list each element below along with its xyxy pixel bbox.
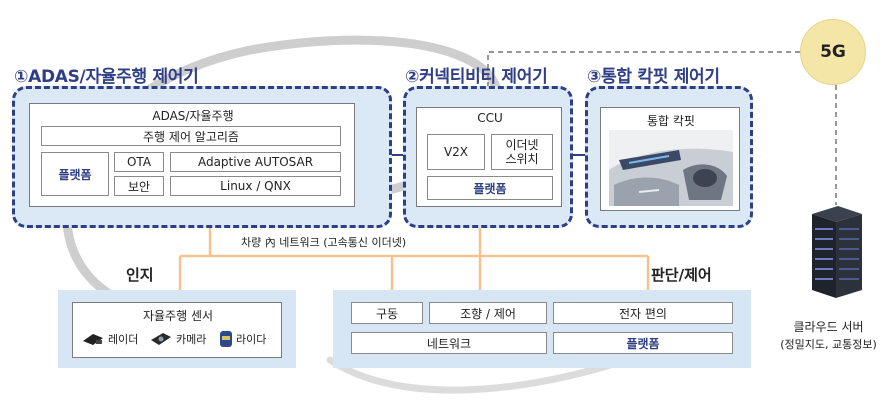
drive-box: 구동 <box>351 302 423 324</box>
ctrl2-inner-title: CCU <box>477 111 503 125</box>
decision-platform-box: 플랫폼 <box>553 332 733 354</box>
ctrl3-box: 통합 칵핏 <box>585 86 753 228</box>
decision-title: 판단/제어 <box>651 266 712 284</box>
os-box: Linux / QNX <box>170 176 341 196</box>
ethernet-switch-line1: 이더넷 <box>505 138 539 152</box>
ethernet-switch-line2: 스위치 <box>505 152 539 166</box>
cockpit-image <box>609 130 733 206</box>
camera-sensor: 카메라 <box>149 331 206 347</box>
vehicle-network-label: 차량 內 네트워크 (고속통신 이더넷) <box>238 234 410 250</box>
ctrl1-inner-title: ADAS/자율주행 <box>152 109 234 123</box>
ctrl1-title: ①ADAS/자율주행 제어기 <box>14 67 199 87</box>
server-rack-icon <box>812 206 862 298</box>
ctrl2-platform-box: 플랫폼 <box>427 176 553 200</box>
lidar-label: 라이다 <box>236 333 267 346</box>
network-box: 네트워크 <box>351 332 547 354</box>
ctrl1-box: ADAS/자율주행 주행 제어 알고리즘 플랫폼 OTA 보안 Adaptive… <box>12 86 392 228</box>
sensor-box-title: 자율주행 센서 <box>142 309 214 323</box>
radar-label: 레이더 <box>108 333 139 346</box>
radar-sensor: 레이더 <box>81 331 138 347</box>
ota-box: OTA <box>114 152 164 172</box>
camera-label: 카메라 <box>176 333 207 346</box>
ctrl1-platform-box: 플랫폼 <box>41 152 109 196</box>
perception-title: 인지 <box>126 266 154 284</box>
lidar-icon <box>220 331 232 347</box>
ctrl1-inner: ADAS/자율주행 주행 제어 알고리즘 플랫폼 OTA 보안 Adaptive… <box>29 103 355 207</box>
ctrl3-inner: 통합 칵핏 <box>600 107 740 211</box>
5g-badge: 5G <box>800 19 866 85</box>
steer-box: 조향 / 제어 <box>429 302 547 324</box>
camera-icon <box>151 333 171 345</box>
cloud-server-sublabel: (정밀지도, 교통정보) <box>780 338 877 351</box>
ethernet-switch-box: 이더넷 스위치 <box>491 134 553 170</box>
5g-dashed-line <box>487 51 800 102</box>
sensor-box: 자율주행 센서 레이더 카메라 라이다 <box>72 302 282 358</box>
convenience-box: 전자 편의 <box>553 302 733 324</box>
cloud-server-label: 클라우드 서버 <box>793 320 864 334</box>
radar-icon <box>83 334 103 345</box>
ctrl2-box: CCU V2X 이더넷 스위치 플랫폼 <box>403 86 573 228</box>
decision-panel: 구동 조향 / 제어 전자 편의 네트워크 플랫폼 <box>333 290 751 368</box>
v2x-box: V2X <box>427 134 485 170</box>
lidar-sensor: 라이다 <box>219 329 266 349</box>
autosar-box: Adaptive AUTOSAR <box>170 152 341 172</box>
perception-panel: 자율주행 센서 레이더 카메라 라이다 <box>58 290 296 368</box>
ctrl3-title: ③통합 칵핏 제어기 <box>587 67 720 87</box>
security-box: 보안 <box>114 176 164 196</box>
ctrl2-title: ②커넥티비티 제어기 <box>405 67 548 87</box>
algorithm-box: 주행 제어 알고리즘 <box>41 126 341 146</box>
ctrl3-inner-title: 통합 칵핏 <box>647 114 695 128</box>
5g-label: 5G <box>820 42 846 62</box>
ctrl2-inner: CCU V2X 이더넷 스위치 플랫폼 <box>416 107 562 207</box>
